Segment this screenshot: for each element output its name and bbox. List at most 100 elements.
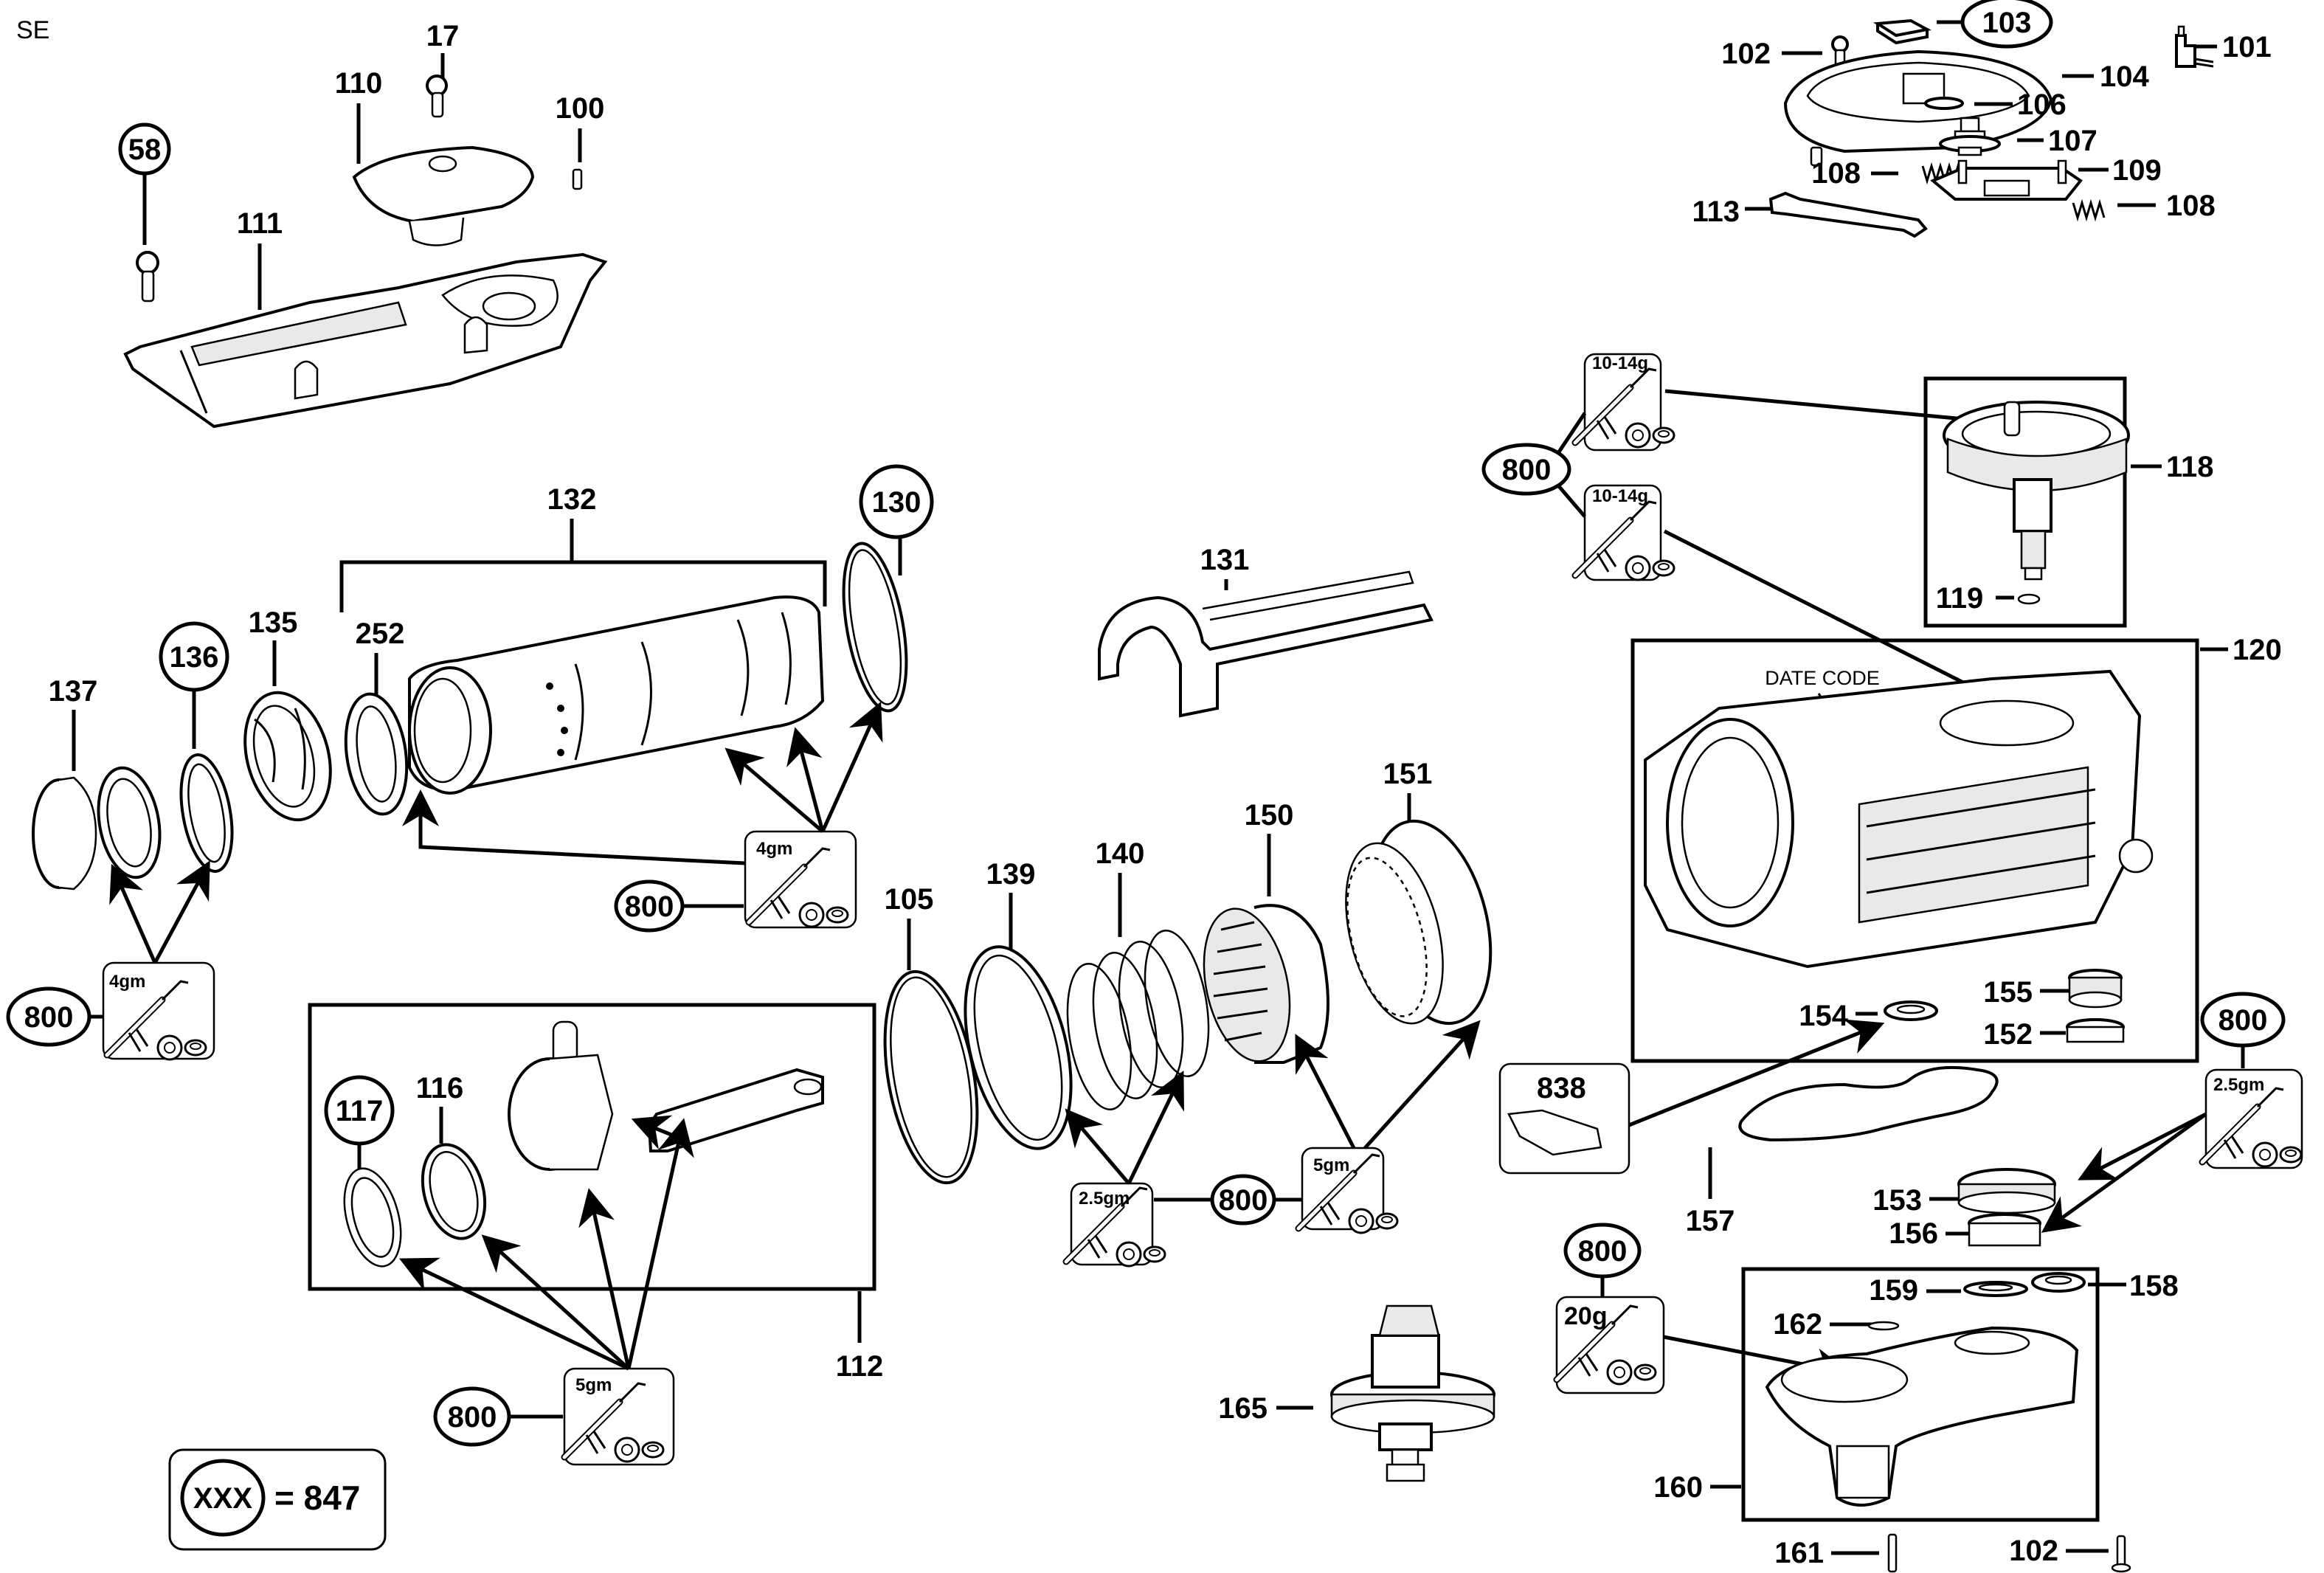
part-150-clutch-gear[interactable]: 150 (1191, 799, 1329, 1069)
part-103-block[interactable]: 103 (1872, 0, 2053, 49)
grease-kit-4gm-cylinder[interactable]: 4gm (402, 701, 883, 927)
corner-code: SE (16, 16, 49, 44)
grease-callout-800-ram[interactable]: 800 (6, 986, 103, 1047)
part-112-piston-assembly[interactable]: 112 (308, 1003, 884, 1383)
part-102-screw-top[interactable]: 102 (1721, 35, 1849, 72)
part-120-gear-housing[interactable]: 120 DATE CODE (1630, 634, 2282, 1063)
part-158-bearing[interactable]: 158 (2031, 1270, 2179, 1302)
part-label-162: 162 (1773, 1308, 1822, 1341)
part-152-ring[interactable]: 152 (1983, 1018, 2125, 1051)
part-153-gear[interactable]: 153 (1872, 1168, 2056, 1217)
part-label-140: 140 (1096, 837, 1145, 870)
part-140-spring[interactable]: 140 (1057, 837, 1219, 1114)
part-131-shift-fork[interactable]: 131 (1098, 544, 1434, 718)
grease-callout-800-center[interactable]: 800 (1154, 1174, 1301, 1225)
part-100-pin[interactable]: 100 (556, 92, 605, 190)
part-label-106: 106 (2017, 89, 2067, 121)
part-101-switch[interactable]: 101 (2175, 25, 2272, 68)
grease-amount: 4gm (109, 972, 145, 992)
part-130-o-ring[interactable]: 130 (833, 464, 934, 716)
grease-callout-800-cylinder[interactable]: 800 (614, 879, 744, 933)
grease-kit-20g[interactable]: 20g (1557, 1296, 1852, 1394)
grease-callout-800-right[interactable]: 800 (2200, 992, 2286, 1068)
part-label-155: 155 (1983, 976, 2033, 1009)
grease-label-800: 800 (24, 1001, 74, 1034)
part-118-gear-shaft[interactable]: 118 (1923, 376, 2214, 628)
part-136-o-ring[interactable]: 136 (159, 621, 240, 875)
part-162-washer[interactable]: 162 (1773, 1308, 1900, 1341)
legend-box: XXX = 847 (168, 1448, 387, 1551)
grease-label-800: 800 (1502, 454, 1552, 486)
part-107-selector-shaft[interactable]: 107 (1939, 117, 2098, 157)
part-113-shift-lever[interactable]: 113 (1692, 191, 1928, 238)
part-139-ring[interactable]: 139 (947, 858, 1090, 1160)
grease-kit-2-5gm-center[interactable]: 2.5gm (1066, 1071, 1184, 1266)
part-label-154: 154 (1799, 1000, 1848, 1032)
part-106-o-ring[interactable]: 106 (1924, 89, 2067, 121)
part-label-161: 161 (1774, 1537, 1824, 1569)
part-157-gasket[interactable]: 157 (1686, 1065, 1999, 1237)
part-label-116: 116 (416, 1072, 464, 1104)
part-156-ring[interactable]: 156 (1889, 1213, 2041, 1250)
part-165-crank-gear[interactable]: 165 (1218, 1304, 1495, 1482)
grease-kit-5gm-piston[interactable]: 5gm (398, 1115, 694, 1466)
grease-label-800: 800 (1578, 1235, 1628, 1268)
part-label-102-bottom: 102 (2009, 1535, 2058, 1567)
grease-amount: 2.5gm (2213, 1075, 2264, 1095)
part-252-washer[interactable]: 252 (339, 618, 414, 818)
part-111-top-cover[interactable]: 111 (123, 207, 608, 429)
part-label-103: 103 (1982, 7, 2032, 39)
grease-callout-800-piston[interactable]: 800 (433, 1386, 563, 1447)
part-label-101: 101 (2222, 31, 2272, 63)
part-label-157: 157 (1686, 1205, 1735, 1237)
part-label-130: 130 (872, 486, 921, 519)
part-117-o-ring[interactable]: 117 (324, 1075, 410, 1273)
grease-kit-2-5gm-right[interactable]: 2.5gm (2041, 1068, 2302, 1233)
part-161-pin[interactable]: 161 (1774, 1533, 1898, 1573)
part-151-bearing-sleeve[interactable]: 151 (1329, 758, 1510, 1036)
part-label-108-b: 108 (2166, 190, 2216, 222)
grease-kit-10-14g-top[interactable]: 10-14g (1575, 353, 1674, 452)
grease-kit-4gm-ram[interactable]: 4gm (102, 860, 215, 1059)
part-137-ram[interactable]: 137 (32, 675, 167, 891)
part-132-cylinder-assembly[interactable]: 132 (339, 483, 827, 795)
part-label-17: 17 (426, 20, 460, 52)
part-label-100: 100 (556, 92, 605, 125)
part-label-109: 109 (2112, 154, 2162, 187)
part-135-clutch[interactable]: 135 (232, 606, 344, 829)
part-label-153: 153 (1872, 1184, 1922, 1217)
grease-kit-5gm-center[interactable]: 5gm (1295, 1020, 1481, 1233)
grease-label-800: 800 (1219, 1184, 1268, 1217)
part-label-112: 112 (836, 1350, 884, 1383)
part-17-screw[interactable]: 17 (426, 20, 460, 118)
part-154-bearing[interactable]: 154 (1799, 1000, 1938, 1032)
part-160-lower-housing[interactable]: 160 (1653, 1267, 2100, 1522)
grease-callout-800-lower[interactable]: 800 (1563, 1223, 1642, 1297)
part-label-102-top: 102 (1721, 38, 1771, 70)
part-105-o-ring[interactable]: 105 (871, 883, 992, 1190)
grease-kit-10-14g-bottom[interactable]: 10-14g (1575, 484, 1674, 580)
part-label-252: 252 (356, 618, 405, 650)
part-58-screw[interactable]: 58 (118, 122, 171, 302)
part-838-bearing-tool[interactable]: 838 (1498, 1019, 1885, 1175)
grease-label-800: 800 (625, 891, 674, 923)
part-label-139: 139 (986, 858, 1036, 891)
part-label-158: 158 (2129, 1270, 2179, 1302)
callout-circle (1960, 0, 2053, 49)
part-104-selector-plate[interactable]: 104 (1783, 49, 2149, 167)
part-label-111: 111 (237, 207, 283, 240)
part-159-bearing[interactable]: 159 (1869, 1274, 2028, 1307)
part-label-58: 58 (128, 134, 162, 166)
part-116-piston-ring[interactable]: 116 (413, 1072, 495, 1245)
grease-amount: 20g (1564, 1302, 1608, 1330)
part-119-washer[interactable]: 119 (1936, 582, 2041, 615)
part-155-needle-bearing[interactable]: 155 (1983, 969, 2123, 1009)
part-109-selector-frame[interactable]: 109 (1930, 154, 2162, 201)
part-label-120: 120 (2233, 634, 2282, 666)
part-label-151: 151 (1383, 758, 1433, 790)
part-108-spring-b[interactable]: 108 (2072, 190, 2216, 222)
part-110-selector-knob[interactable]: 110 (335, 67, 535, 246)
part-label-150: 150 (1245, 799, 1294, 832)
grease-label-800: 800 (2218, 1004, 2268, 1037)
part-102-screw-bottom[interactable]: 102 (2009, 1535, 2131, 1573)
